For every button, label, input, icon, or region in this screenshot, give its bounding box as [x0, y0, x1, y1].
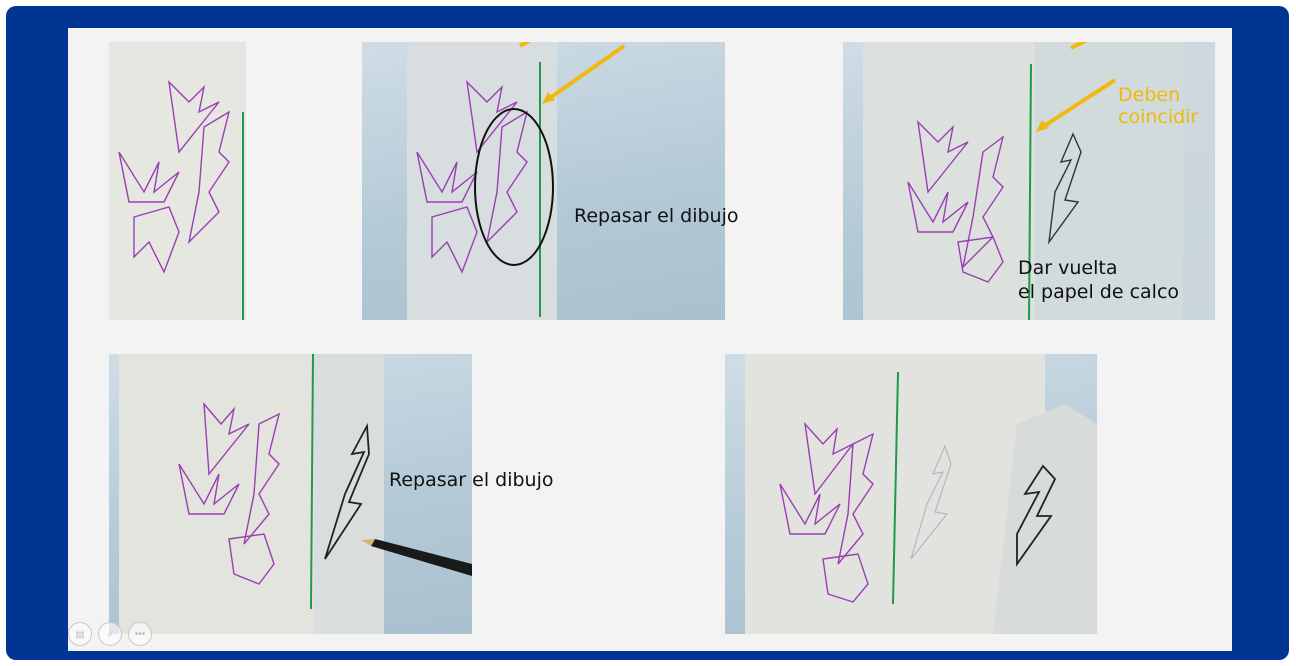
photo-drawing-original [109, 42, 246, 320]
caption-flip-line2: el papel de calco [1018, 281, 1180, 303]
caption-flip-line1: Dar vuelta [1018, 257, 1118, 279]
caption-trace-drawing: Repasar el dibujo [574, 205, 739, 227]
caption-must-match-line1: Deben [1118, 84, 1181, 106]
photo-trace-first-half [362, 42, 725, 320]
zoom-icon[interactable]: ⌕ [98, 622, 122, 646]
photo-trace-second-half [109, 354, 472, 634]
caption-must-match: Deben coincidir [1118, 84, 1198, 128]
more-icon[interactable]: ••• [128, 622, 152, 646]
caption-flip-paper: Dar vuelta el papel de calco [1018, 256, 1179, 304]
viewer-toolbar: ▤ ⌕ ••• [68, 622, 152, 648]
caption-trace-drawing-2: Repasar el dibujo [389, 469, 554, 491]
caption-must-match-line2: coincidir [1118, 106, 1199, 128]
photo-finished-symmetric [725, 354, 1097, 634]
photo-flip-tracing-paper [843, 42, 1215, 320]
slides-icon[interactable]: ▤ [68, 622, 92, 646]
